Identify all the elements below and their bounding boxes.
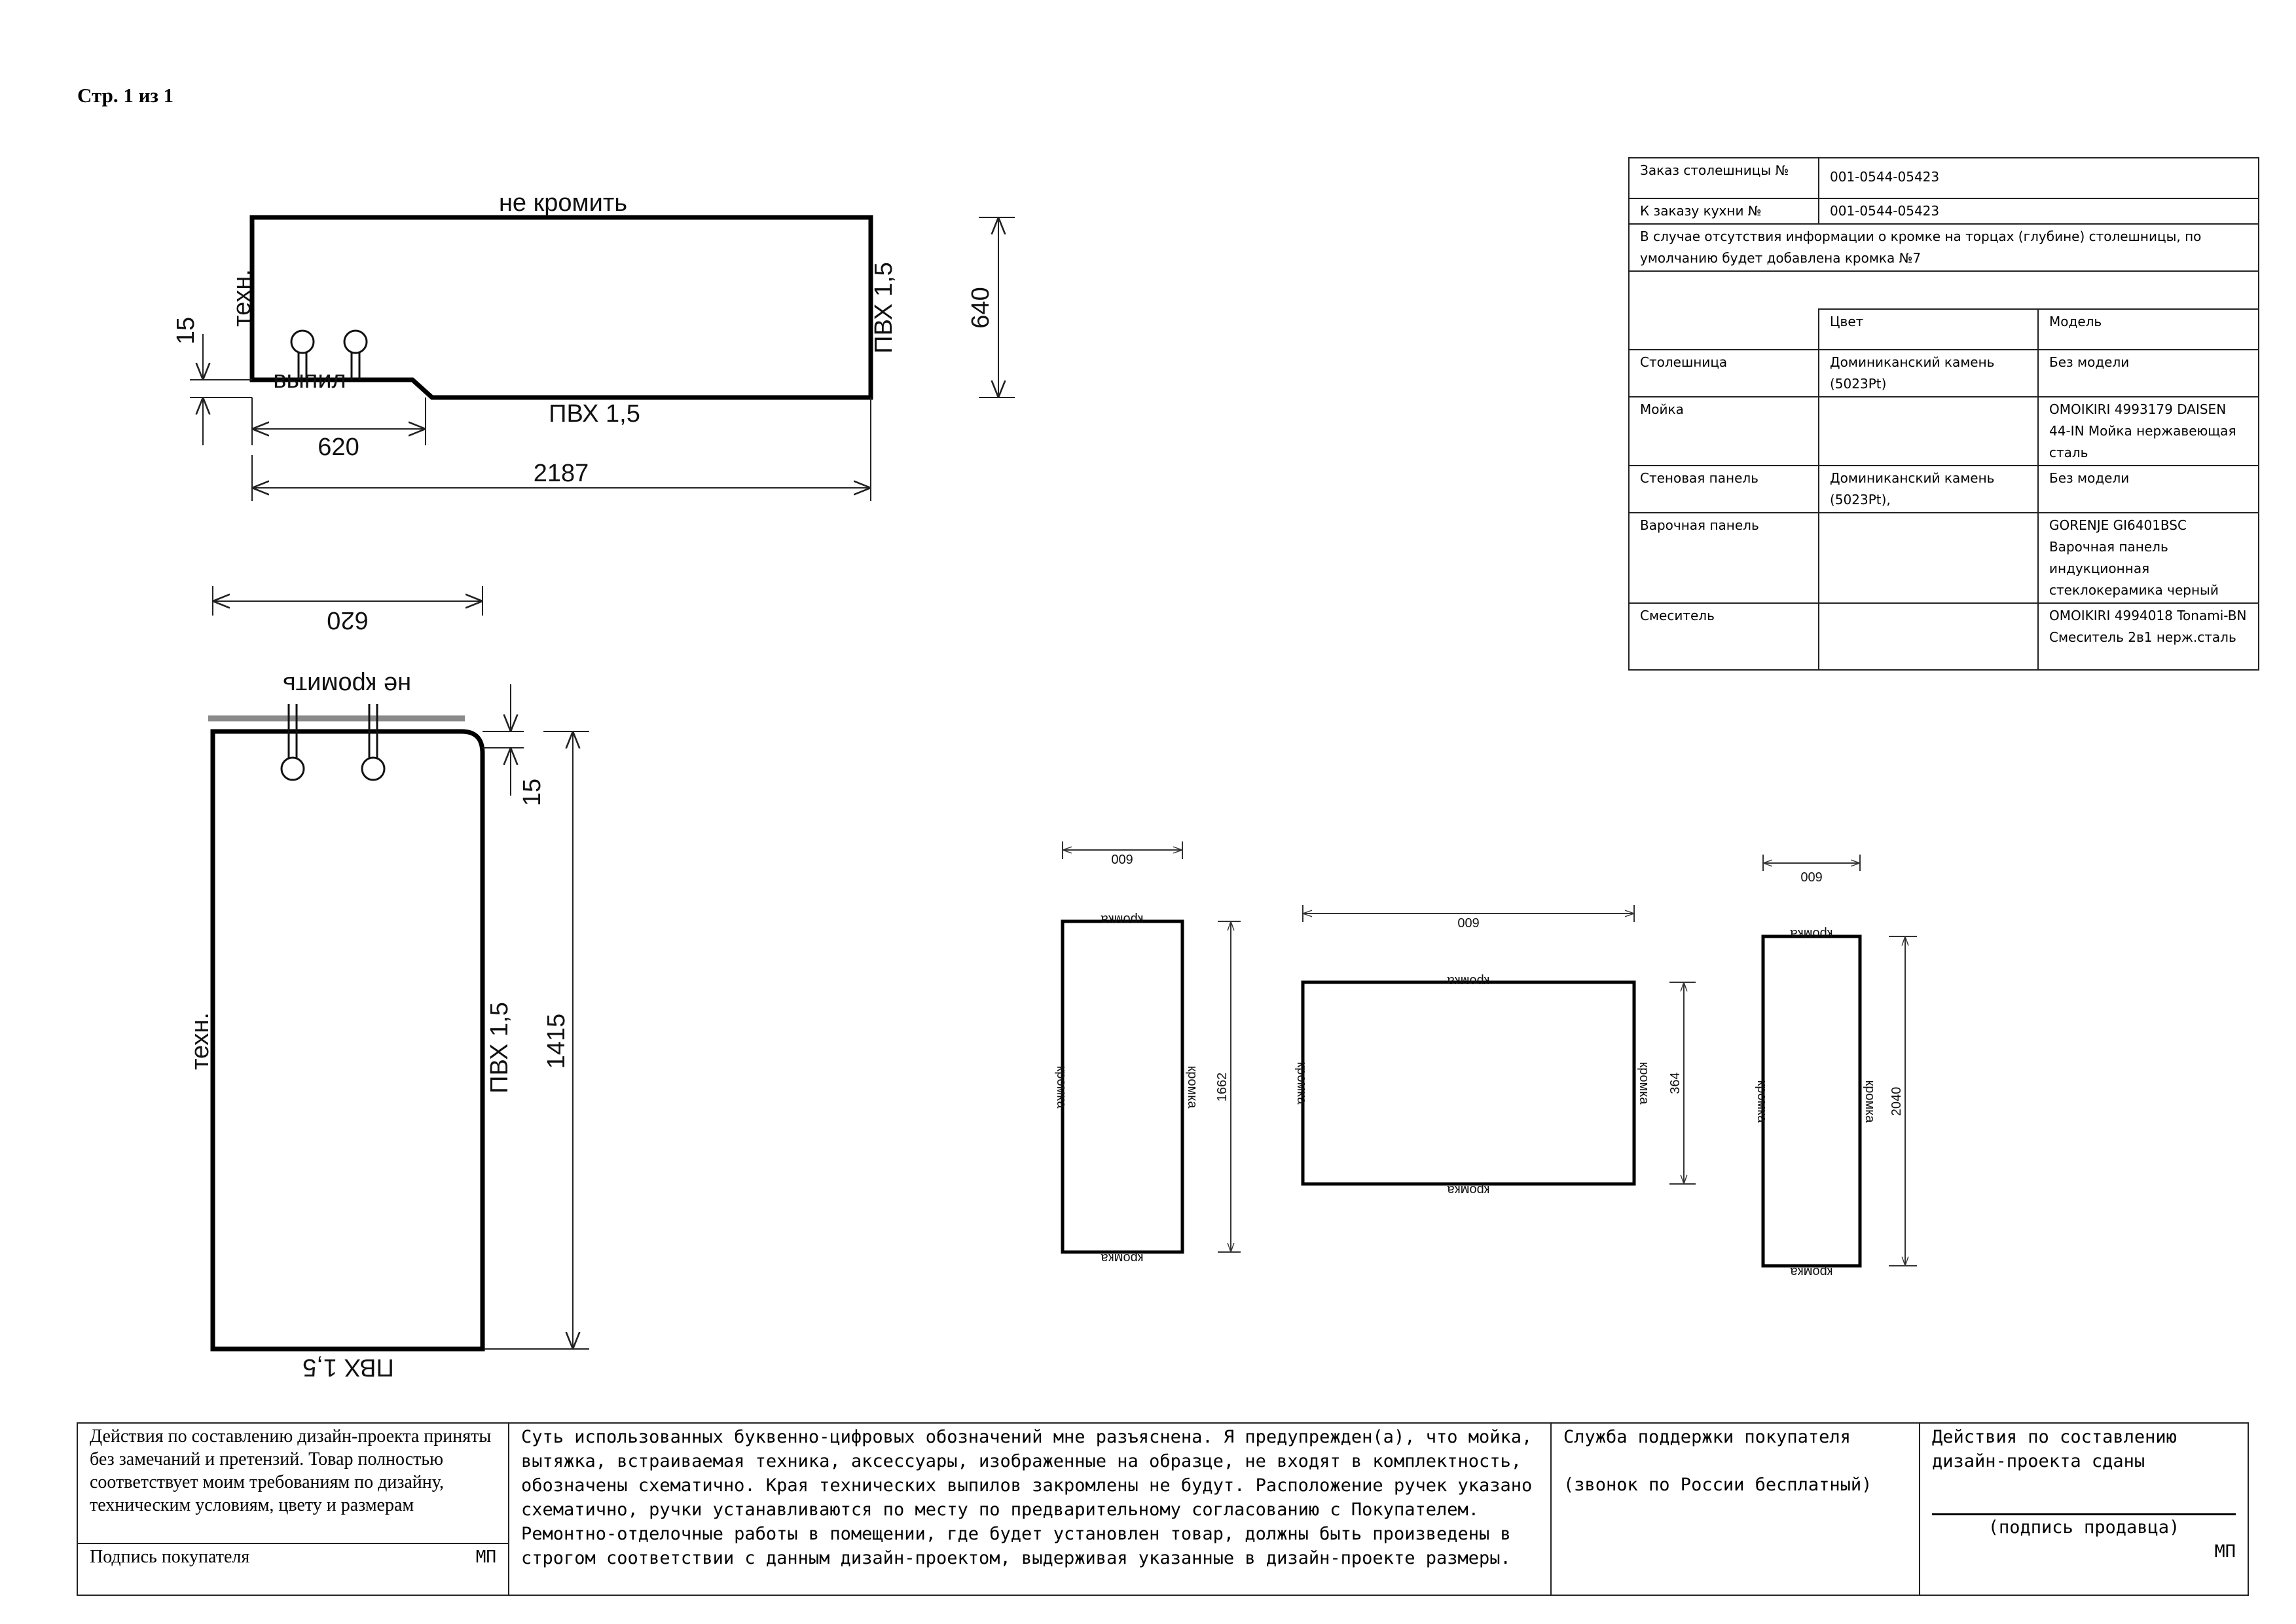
edge-label-bottom: ПВХ 1,5	[549, 400, 640, 428]
dimension-620-label: 620	[318, 434, 359, 461]
spec-spacer-row	[1628, 270, 2260, 309]
seller-signature-line: (подпись продавца)	[1932, 1513, 2236, 1540]
panel-3-edge-bottom: кромка	[1790, 1264, 1833, 1279]
support-cell: Служба поддержки покупателя (звонок по Р…	[1550, 1422, 1920, 1596]
wall-panel-2: 600 364 кромка кромка кромка кромка	[1294, 905, 1696, 1197]
spec-row: Стеновая панель Доминиканский камень (50…	[1628, 465, 2260, 513]
support-note: (звонок по России бесплатный)	[1563, 1475, 1872, 1495]
dimension-1415-label: 1415	[543, 1014, 570, 1069]
kitchen-value: 001-0544-05423	[1817, 198, 2260, 225]
item-color	[1818, 396, 2039, 466]
panel-1-edge-right: кромка	[1185, 1065, 1199, 1109]
panel-2-edge-left: кромка	[1294, 1061, 1309, 1105]
countertop-drawing-1: не кромить ПВХ 1,5 выпил техн. ПВХ 1,5 1…	[172, 189, 1015, 501]
panel-3-width: 600	[1800, 869, 1822, 883]
item-name: Смеситель	[1628, 602, 1819, 671]
edge-label-bottom: ПВХ 1,5	[302, 1354, 394, 1381]
panel-2-edge-bottom: кромка	[1447, 1183, 1490, 1197]
countertop-drawing-2: не кромить ПВХ 1,5 техн. ПВХ 1,5 620 15 …	[187, 586, 589, 1381]
acceptance-text: Действия по составлению дизайн-проекта п…	[78, 1424, 508, 1544]
handover-cell: Действия по составлению дизайн-проекта с…	[1919, 1422, 2249, 1596]
dimension-15	[190, 334, 252, 445]
item-model: Без модели	[2037, 349, 2260, 397]
item-color: Доминиканский камень (5023Pt),	[1818, 465, 2039, 513]
edge-label-right: ПВХ 1,5	[870, 262, 898, 354]
item-model: OMOIKIRI 4993179 DAISEN 44-IN Мойка нерж…	[2037, 396, 2260, 466]
edge-label-right: ПВХ 1,5	[486, 1002, 513, 1094]
edge-label-left: техн.	[187, 1012, 214, 1070]
column-color: Цвет	[1818, 308, 2039, 350]
panel-1-edge-left: кромка	[1054, 1065, 1068, 1109]
seller-signature-label: (подпись продавца)	[1988, 1517, 2180, 1538]
stamp-label: МП	[475, 1547, 496, 1567]
dimension-620-rotated	[212, 586, 483, 616]
panel-3-edge-left: кромка	[1755, 1080, 1769, 1123]
agreement-footer: Действия по составлению дизайн-проекта п…	[77, 1422, 2249, 1596]
page-counter: Стр. 1 из 1	[77, 84, 174, 107]
item-model: GORENJE GI6401BSC Варочная панель индукц…	[2037, 512, 2260, 604]
dimension-1415	[484, 731, 589, 1350]
support-title: Служба поддержки покупателя	[1563, 1427, 1851, 1447]
item-name: Мойка	[1628, 396, 1819, 466]
item-color	[1818, 512, 2039, 604]
acceptance-cell: Действия по составлению дизайн-проекта п…	[77, 1422, 509, 1596]
panel-1-edge-bottom: кромка	[1101, 1251, 1144, 1265]
dimension-15	[483, 684, 524, 796]
dimension-15-label: 15	[172, 317, 200, 344]
panel-1-width: 600	[1111, 851, 1133, 866]
dimension-640-label: 640	[967, 287, 994, 328]
panel-3-edge-right: кромка	[1863, 1080, 1877, 1123]
faucet-symbol	[290, 329, 368, 380]
item-name: Столешница	[1628, 349, 1819, 397]
spec-header-row: Цвет Модель	[1628, 308, 2260, 350]
edge-note: В случае отсутствия информации о кромке …	[1628, 223, 2260, 272]
cutout-label: выпил	[273, 366, 346, 394]
order-value: 001-0544-05423	[1817, 157, 2260, 199]
disclaimer-text: Суть использованных буквенно-цифровых об…	[508, 1422, 1552, 1596]
spec-row: Мойка OMOIKIRI 4993179 DAISEN 44-IN Мойк…	[1628, 396, 2260, 466]
wall-panel-1: 600 1662 кромка кромка кромка кромка	[1054, 841, 1241, 1265]
dimension-620	[251, 397, 426, 445]
spec-note-row: В случае отсутствия информации о кромке …	[1628, 223, 2260, 272]
item-name: Варочная панель	[1628, 512, 1819, 604]
panel-3-height: 2040	[1889, 1087, 1904, 1116]
panel-3-edge-top: кромка	[1790, 927, 1833, 941]
stamp-label-2: МП	[2214, 1541, 2236, 1562]
handover-text: Действия по составлению дизайн-проекта с…	[1932, 1427, 2177, 1471]
column-model: Модель	[2037, 308, 2260, 350]
spec-row: Столешница Доминиканский камень (5023Pt)…	[1628, 349, 2260, 397]
spec-row: Смеситель OMOIKIRI 4994018 Tonami-BN Сме…	[1628, 602, 2260, 671]
spec-row: Варочная панель GORENJE GI6401BSC Варочн…	[1628, 512, 2260, 604]
dimension-2187	[251, 397, 871, 501]
kitchen-label: К заказу кухни №	[1628, 198, 1819, 225]
item-color: Доминиканский камень (5023Pt)	[1818, 349, 2039, 397]
item-model: Без модели	[2037, 465, 2260, 513]
panel-2-height: 364	[1668, 1072, 1683, 1094]
faucet-symbol	[280, 704, 386, 781]
panel-1-height: 1662	[1215, 1073, 1230, 1102]
wall-panel-3: 600 2040 кромка кромка кромка кромка	[1755, 855, 1917, 1279]
edge-label-top: не кромить	[499, 189, 627, 217]
order-label: Заказ столешницы №	[1628, 157, 1819, 199]
spec-table: Заказ столешницы № 001-0544-05423 К зака…	[1628, 157, 2260, 671]
dimension-620-label: 620	[327, 606, 368, 634]
edge-label-top: не кромить	[283, 671, 411, 699]
panel-2-edge-right: кромка	[1637, 1061, 1651, 1105]
panel-1-edge-top: кромка	[1101, 912, 1144, 927]
panel-2-width: 600	[1457, 915, 1479, 929]
buyer-signature-row: Подпись покупателя МП	[78, 1544, 508, 1571]
spec-kitchen-row: К заказу кухни № 001-0544-05423	[1628, 198, 2260, 225]
edge-label-left: техн.	[228, 269, 256, 327]
countertop-2-outline	[210, 729, 485, 1352]
item-name: Стеновая панель	[1628, 465, 1819, 513]
dimension-640	[979, 217, 1015, 398]
panel-2-edge-top: кромка	[1447, 974, 1490, 988]
item-color	[1818, 602, 2039, 671]
buyer-signature-label: Подпись покупателя	[90, 1547, 250, 1567]
spec-order-row: Заказ столешницы № 001-0544-05423	[1628, 157, 2260, 199]
dimension-15-label: 15	[519, 779, 546, 806]
dimension-2187-label: 2187	[534, 460, 589, 487]
item-model: OMOIKIRI 4994018 Tonami-BN Смеситель 2в1…	[2037, 602, 2260, 671]
